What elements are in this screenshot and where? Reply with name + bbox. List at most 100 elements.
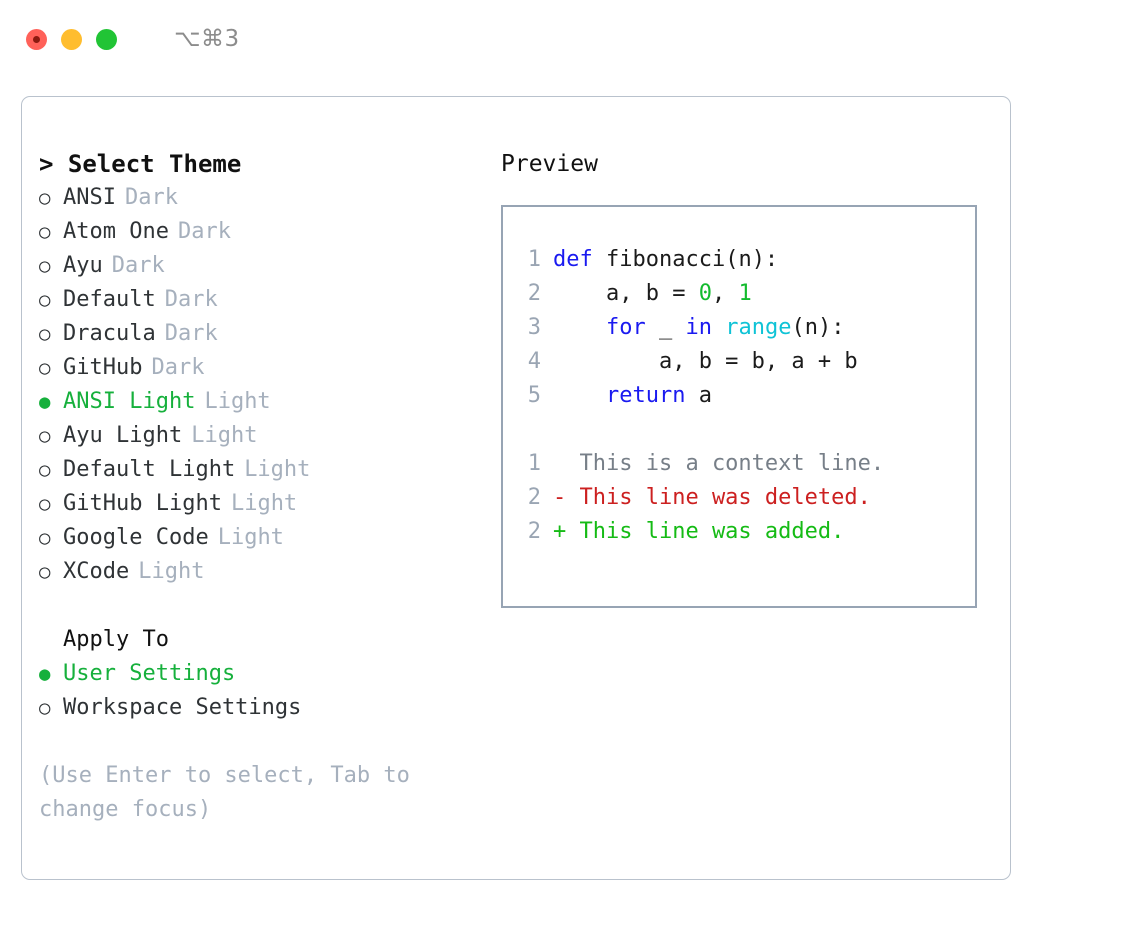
line-number: 3 (527, 315, 541, 340)
token-kw: in (685, 315, 712, 340)
theme-option-default[interactable]: ○ Default Dark (39, 283, 469, 317)
theme-variant-badge: Dark (111, 253, 165, 278)
minimize-window-button[interactable] (61, 28, 82, 50)
spacer (39, 589, 469, 623)
line-number: 2 (527, 519, 541, 544)
code-line-text: for _ in range(n): (553, 311, 844, 345)
apply-to-option-user-settings[interactable]: ● User Settings (39, 657, 469, 691)
line-number: 2 (527, 281, 541, 306)
keyboard-shortcut-label: ⌥⌘3 (174, 26, 240, 52)
apply-to-option-label: User Settings (63, 661, 236, 686)
radio-unselected-icon: ○ (39, 697, 51, 719)
token-fn: range (725, 315, 792, 340)
theme-option-label: Google Code (63, 525, 209, 550)
code-line-text: return a (553, 379, 712, 413)
page-title: > Select Theme (39, 150, 242, 178)
line-number: 1 (527, 247, 541, 272)
theme-variant-badge: Light (230, 491, 298, 516)
radio-unselected-icon: ○ (39, 289, 51, 311)
theme-variant-badge: Dark (151, 355, 205, 380)
theme-variant-badge: Light (204, 389, 271, 414)
radio-unselected-icon: ○ (39, 357, 51, 379)
radio-unselected-icon: ○ (39, 493, 51, 515)
theme-option-dracula[interactable]: ○ Dracula Dark (39, 317, 469, 351)
diff-sample: 1 This is a context line.2- This line wa… (515, 447, 967, 549)
close-window-button[interactable] (26, 28, 47, 50)
code-line: 5 return a (515, 379, 967, 413)
radio-selected-icon: ● (39, 663, 51, 685)
token-kw: for (605, 315, 646, 340)
diff-line-text-add: + This line was added. (553, 519, 845, 544)
theme-option-ansi[interactable]: ○ ANSI Dark (39, 181, 469, 215)
token-plain: (n): (791, 315, 845, 340)
theme-variant-badge: Dark (164, 287, 218, 312)
radio-unselected-icon: ○ (39, 561, 51, 583)
token-plain (553, 383, 606, 408)
theme-variant-badge: Light (191, 423, 258, 448)
theme-variant-badge: Dark (124, 185, 178, 210)
apply-to-list[interactable]: ● User Settings ○ Workspace Settings (39, 657, 469, 725)
line-number: 2 (527, 485, 541, 510)
theme-variant-badge: Light (217, 525, 284, 550)
apply-to-option-workspace-settings[interactable]: ○ Workspace Settings (39, 691, 469, 725)
radio-unselected-icon: ○ (39, 323, 51, 345)
line-number: 4 (527, 349, 541, 374)
radio-unselected-icon: ○ (39, 527, 51, 549)
diff-line: 2 + This line was added. (515, 515, 967, 549)
token-plain: a, b = b, a + b (553, 349, 858, 374)
token-plain (553, 315, 606, 340)
theme-option-google-code[interactable]: ○ Google Code Light (39, 521, 469, 555)
line-number: 5 (527, 383, 541, 408)
theme-option-label: ANSI Light (63, 389, 196, 414)
theme-variant-badge: Light (244, 457, 311, 482)
apply-to-heading: Apply To (63, 627, 169, 652)
token-plain: a (685, 383, 712, 408)
theme-option-label: Dracula (63, 321, 156, 346)
theme-option-ansi-light[interactable]: ● ANSI Light Light (39, 385, 469, 419)
token-plain: fibonacci(n): (592, 247, 779, 272)
token-num: 0 (698, 281, 712, 306)
theme-variant-badge: Dark (177, 219, 231, 244)
code-spacer (515, 413, 967, 447)
traffic-lights (26, 28, 117, 50)
token-kw: return (605, 383, 686, 408)
radio-unselected-icon: ○ (39, 459, 51, 481)
code-line-text: a, b = 0, 1 (553, 277, 752, 311)
maximize-window-button[interactable] (96, 28, 117, 50)
token-plain: , (711, 281, 739, 306)
code-line: 4 a, b = b, a + b (515, 345, 967, 379)
code-line: 2 a, b = 0, 1 (515, 277, 967, 311)
code-line-text: def fibonacci(n): (553, 243, 778, 277)
theme-variant-badge: Dark (164, 321, 218, 346)
theme-option-label: ANSI (63, 185, 116, 210)
radio-unselected-icon: ○ (39, 425, 51, 447)
theme-option-label: Default (63, 287, 156, 312)
titlebar: ⌥⌘3 (0, 0, 1140, 78)
radio-selected-icon: ● (39, 391, 51, 413)
code-line-text: a, b = b, a + b (553, 345, 858, 379)
diff-line-text-ctx: This is a context line. (553, 451, 885, 476)
theme-variant-badge: Light (138, 559, 205, 584)
code-line: 1 def fibonacci(n): (515, 243, 967, 277)
radio-unselected-icon: ○ (39, 187, 51, 209)
radio-unselected-icon: ○ (39, 221, 51, 243)
code-line: 3 for _ in range(n): (515, 311, 967, 345)
apply-to-option-label: Workspace Settings (63, 695, 302, 720)
keyboard-hint-text: (Use Enter to select, Tab to change focu… (39, 763, 424, 822)
diff-line: 1 This is a context line. (515, 447, 967, 481)
line-number: 1 (527, 451, 541, 476)
